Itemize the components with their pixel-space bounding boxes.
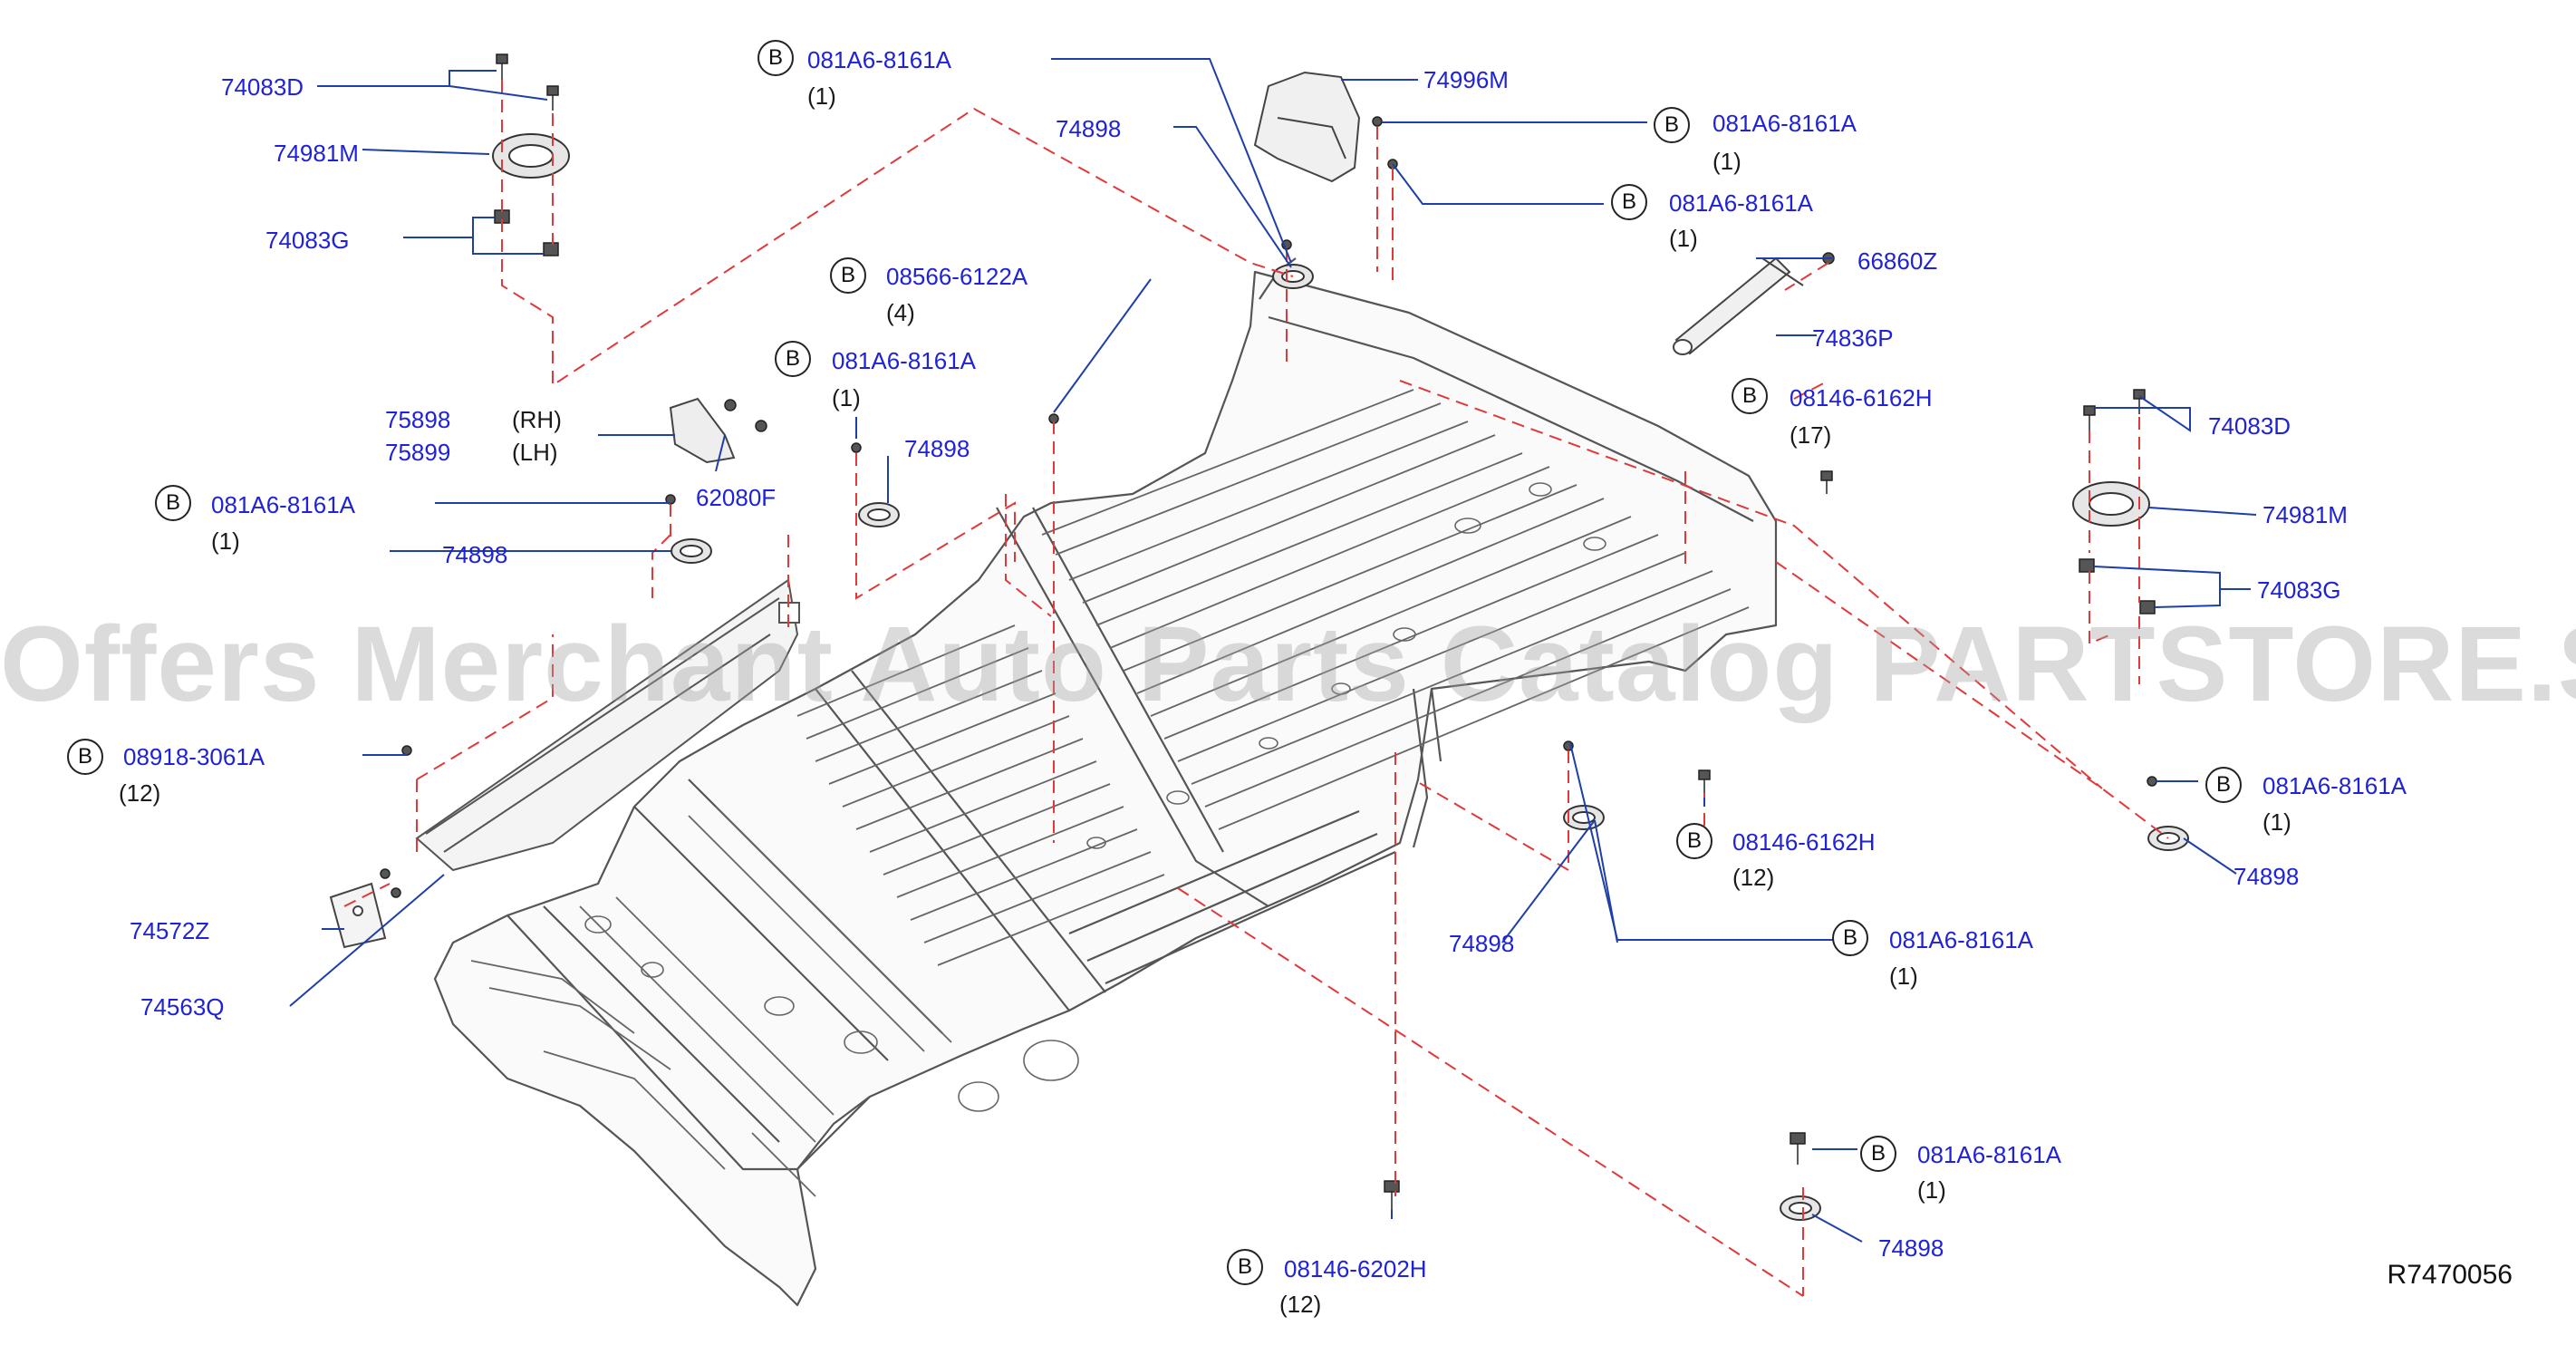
quantity: (1) bbox=[211, 527, 240, 555]
nut-74083G-l2 bbox=[543, 242, 559, 256]
bolt-74083D-l2 bbox=[546, 85, 559, 111]
callout-62080F[interactable]: 62080F bbox=[696, 484, 777, 511]
plate-74981M-right bbox=[2072, 481, 2150, 527]
bolt-08146-6162H-a bbox=[1820, 470, 1833, 494]
callout-081A6-8161A[interactable]: 081A6-8161A bbox=[1889, 926, 2034, 953]
badge-b: B bbox=[1654, 107, 1690, 143]
badge-b: B bbox=[1732, 378, 1768, 414]
floor-ribs bbox=[470, 389, 1750, 1197]
diagram-reference-number: R7470056 bbox=[2387, 1260, 2513, 1290]
badge-b: B bbox=[1227, 1249, 1263, 1285]
callout-08566-6122A[interactable]: 08566-6122A bbox=[886, 263, 1028, 290]
quantity: (1) bbox=[1669, 225, 1698, 252]
nut-74083G-r1 bbox=[2079, 558, 2095, 573]
bolt-08146-6202H bbox=[1384, 1180, 1400, 1210]
quantity: (1) bbox=[807, 82, 836, 110]
callout-74083D-right[interactable]: 74083D bbox=[2208, 412, 2291, 440]
badge-b: B bbox=[155, 485, 191, 521]
pipe-74836P bbox=[1673, 256, 1804, 355]
callout-081A6-8161A[interactable]: 081A6-8161A bbox=[2262, 772, 2407, 799]
callout-74898[interactable]: 74898 bbox=[1449, 930, 1515, 957]
callout-74572Z[interactable]: 74572Z bbox=[130, 917, 210, 944]
callout-74083D-left[interactable]: 74083D bbox=[221, 73, 304, 101]
callout-75898[interactable]: 75898 bbox=[385, 406, 451, 433]
pad-74898-4 bbox=[1563, 805, 1605, 830]
badge-b: B bbox=[757, 40, 794, 76]
pad-74898-6 bbox=[1780, 1195, 1821, 1221]
side-rh: (RH) bbox=[512, 406, 562, 433]
plates-74981M bbox=[492, 133, 2150, 527]
bolt-74083D-l1 bbox=[496, 53, 508, 80]
bracket-74996M bbox=[1253, 71, 1361, 183]
callout-74981M-right[interactable]: 74981M bbox=[2262, 501, 2348, 528]
bracket-74572Z bbox=[329, 882, 387, 949]
badge-b: B bbox=[830, 257, 866, 294]
callout-08146-6162H[interactable]: 08146-6162H bbox=[1732, 828, 1876, 856]
callout-08146-6162H[interactable]: 08146-6162H bbox=[1790, 384, 1933, 411]
callout-08918-3061A[interactable]: 08918-3061A bbox=[123, 743, 265, 770]
badge-b: B bbox=[1860, 1136, 1896, 1172]
bolt-08146-6162H-b bbox=[1698, 769, 1711, 793]
callout-74898[interactable]: 74898 bbox=[2233, 863, 2300, 890]
quantity: (12) bbox=[1279, 1291, 1322, 1318]
quantity: (1) bbox=[832, 384, 861, 411]
callout-74563Q[interactable]: 74563Q bbox=[140, 993, 225, 1021]
nut-74083G-r2 bbox=[2139, 600, 2156, 614]
callout-74898[interactable]: 74898 bbox=[904, 435, 970, 462]
fasteners bbox=[380, 53, 2157, 1210]
callout-74981M-left[interactable]: 74981M bbox=[274, 140, 359, 167]
bracket-75898-75899 bbox=[669, 397, 736, 464]
badge-b: B bbox=[1832, 920, 1868, 956]
badge-b: B bbox=[2205, 767, 2242, 803]
bolt-74083D-r1 bbox=[2083, 405, 2096, 431]
floor-holes bbox=[584, 482, 1606, 1112]
callout-08146-6202H[interactable]: 08146-6202H bbox=[1284, 1255, 1427, 1282]
quantity: (17) bbox=[1790, 421, 1832, 449]
callout-66860Z[interactable]: 66860Z bbox=[1857, 247, 1938, 275]
callout-081A6-8161A[interactable]: 081A6-8161A bbox=[807, 46, 952, 73]
quantity: (12) bbox=[119, 779, 161, 807]
leader-lines bbox=[289, 58, 2257, 1243]
callout-74898[interactable]: 74898 bbox=[1056, 115, 1122, 142]
callout-74836P[interactable]: 74836P bbox=[1812, 324, 1894, 352]
badge-b: B bbox=[1676, 823, 1713, 859]
badge-b: B bbox=[775, 341, 811, 377]
callout-74996M[interactable]: 74996M bbox=[1423, 66, 1509, 93]
pad-74898-3 bbox=[671, 538, 712, 564]
quantity: (12) bbox=[1732, 864, 1775, 891]
quantity: (1) bbox=[1889, 963, 1918, 990]
callout-74898[interactable]: 74898 bbox=[442, 541, 508, 568]
side-lh: (LH) bbox=[512, 439, 558, 466]
badge-b: B bbox=[67, 739, 103, 775]
callout-081A6-8161A[interactable]: 081A6-8161A bbox=[832, 347, 977, 374]
callout-081A6-8161A[interactable]: 081A6-8161A bbox=[211, 491, 356, 518]
callout-081A6-8161A[interactable]: 081A6-8161A bbox=[1917, 1141, 2062, 1168]
callout-081A6-8161A[interactable]: 081A6-8161A bbox=[1713, 110, 1857, 137]
badge-b: B bbox=[1611, 184, 1647, 220]
plate-74981M-left bbox=[492, 133, 570, 179]
bolt-081A6-8161A-bottom bbox=[1790, 1132, 1806, 1165]
assembly-dashed-lines bbox=[343, 80, 2169, 1297]
quantity: (1) bbox=[1713, 148, 1741, 175]
callout-081A6-8161A[interactable]: 081A6-8161A bbox=[1669, 189, 1814, 217]
quantity: (1) bbox=[1917, 1176, 1946, 1204]
callout-74083G-right[interactable]: 74083G bbox=[2257, 576, 2341, 604]
quantity: (4) bbox=[886, 299, 915, 326]
callout-74898[interactable]: 74898 bbox=[1878, 1234, 1944, 1262]
callout-74083G-left[interactable]: 74083G bbox=[265, 227, 350, 254]
bolt-74083D-r2 bbox=[2133, 389, 2146, 414]
quantity: (1) bbox=[2262, 808, 2291, 836]
callout-75899[interactable]: 75899 bbox=[385, 439, 451, 466]
pad-74898-2 bbox=[858, 502, 900, 527]
rear-floor-panel bbox=[433, 257, 1778, 1307]
